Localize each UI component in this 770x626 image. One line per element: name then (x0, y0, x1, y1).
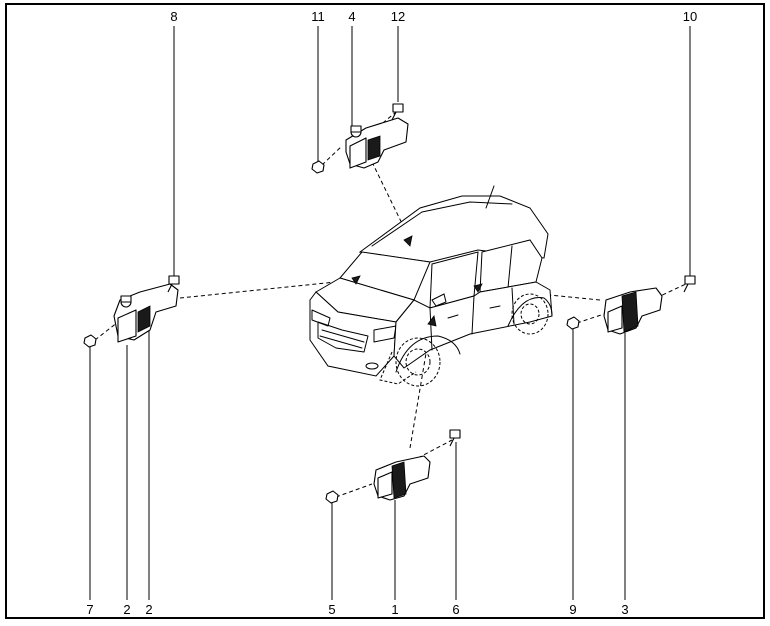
callout-2-left: 2 (123, 602, 130, 617)
nut-9 (566, 316, 580, 330)
nut-5 (325, 490, 339, 504)
diagram-frame (5, 3, 765, 619)
callout-2-right: 2 (145, 602, 152, 617)
bolt-12 (392, 103, 404, 113)
hinge-left-assembly (83, 275, 180, 348)
vehicle-illustration (309, 185, 553, 387)
callout-12: 12 (391, 9, 405, 24)
bolt-6 (449, 429, 461, 439)
callout-4: 4 (348, 9, 355, 24)
bolt-10 (684, 275, 696, 285)
callout-9: 9 (569, 602, 576, 617)
bolt-8 (168, 275, 180, 285)
callout-6: 6 (452, 602, 459, 617)
callout-1: 1 (391, 602, 398, 617)
callout-11: 11 (311, 9, 325, 24)
hinge-bottom-assembly (325, 429, 461, 504)
hinge-right-assembly (566, 275, 696, 335)
callout-7: 7 (86, 602, 93, 617)
nut-7 (83, 334, 97, 348)
leader-lines (89, 26, 691, 600)
callout-8: 8 (170, 9, 177, 24)
callout-3: 3 (621, 602, 628, 617)
callout-10: 10 (683, 9, 697, 24)
nut-11 (311, 160, 325, 174)
callout-5: 5 (328, 602, 335, 617)
hinge-top-assembly (311, 103, 409, 174)
